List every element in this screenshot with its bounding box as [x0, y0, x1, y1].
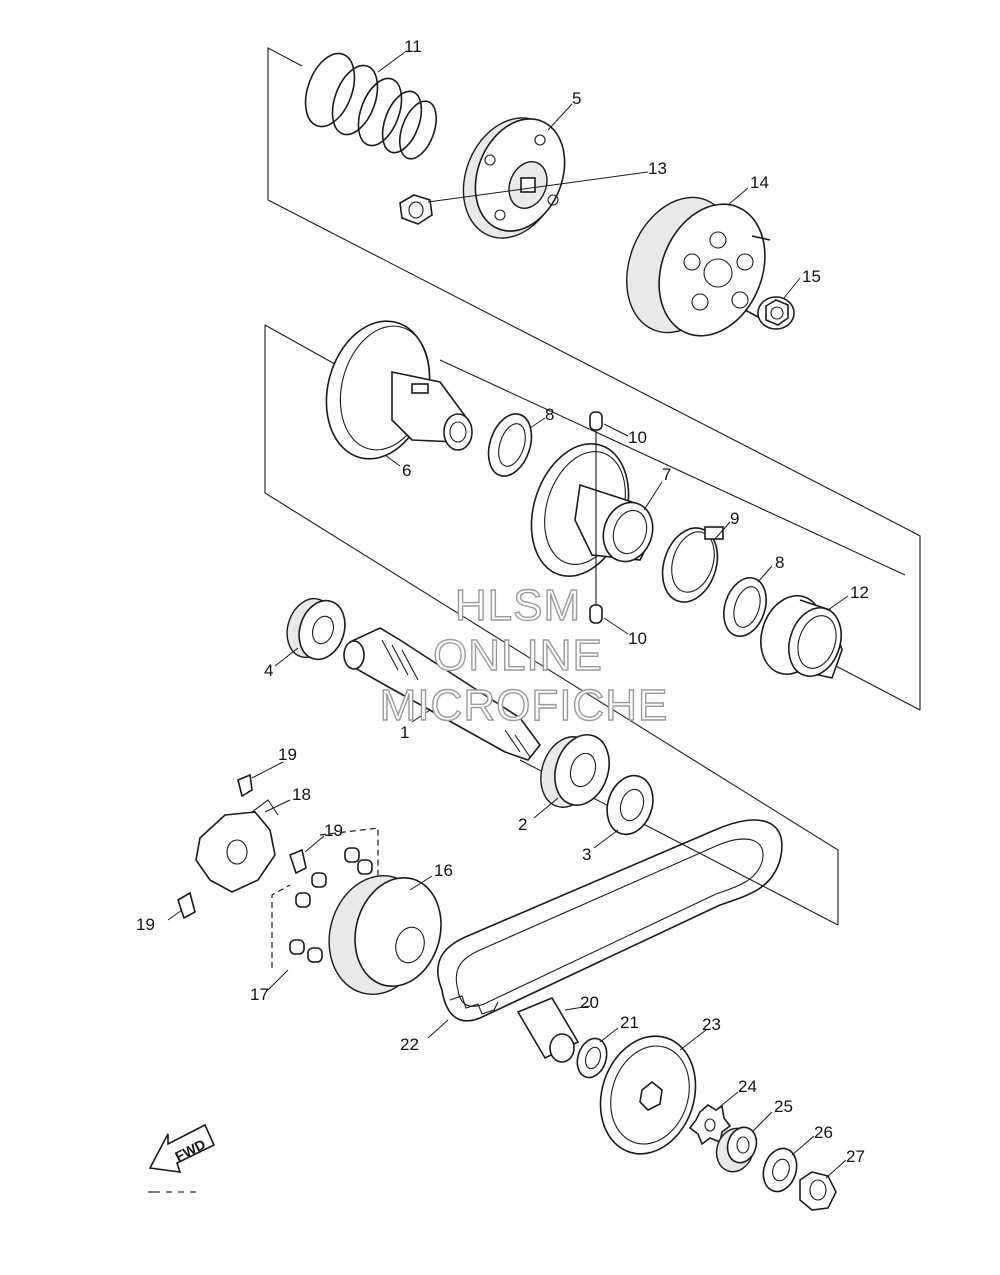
- callout-25: 25: [774, 1097, 793, 1116]
- callout-20: 20: [580, 993, 599, 1012]
- watermark: HLSM ONLINE MICROFICHE: [379, 580, 669, 730]
- clutch-carrier-part: [462, 117, 566, 239]
- primary-shaft-part: [343, 627, 542, 761]
- upper-assembly-boundary: [267, 47, 906, 529]
- oil-seal-upper-part: [487, 413, 533, 477]
- callout-27: 27: [846, 1147, 865, 1166]
- cap-nut-part-27: [799, 1171, 837, 1211]
- callout-24: 24: [738, 1077, 757, 1096]
- callout-2: 2: [518, 815, 527, 834]
- callout-6: 6: [402, 461, 411, 480]
- washer-part-26: [762, 1147, 798, 1193]
- secondary-sheave-part: [325, 320, 473, 460]
- nut-part-13: [399, 194, 433, 225]
- flange-nut-part-15: [757, 296, 795, 330]
- sliding-sheave-part: [530, 442, 654, 578]
- clutch-housing-part: [626, 196, 771, 337]
- callout-22: 22: [400, 1035, 419, 1054]
- callout-10-upper: 10: [628, 428, 647, 447]
- callout-12: 12: [850, 583, 869, 602]
- oil-seal-lower-part: [723, 577, 767, 637]
- callout-14: 14: [750, 173, 769, 192]
- callout-19-top: 19: [278, 745, 297, 764]
- collar-part-20: [516, 996, 580, 1063]
- washer-part-21: [576, 1037, 608, 1079]
- primary-sliding-sheave-part: [328, 875, 442, 995]
- callout-8-lower: 8: [775, 553, 784, 572]
- callout-23: 23: [702, 1015, 721, 1034]
- watermark-line-1: HLSM: [455, 581, 581, 630]
- callout-4: 4: [264, 661, 273, 680]
- collar-part: [760, 595, 843, 679]
- weight-set-part: [271, 827, 379, 968]
- callout-8-upper: 8: [545, 405, 554, 424]
- callout-9: 9: [730, 509, 739, 528]
- bearing-part-2: [540, 734, 610, 808]
- callout-7: 7: [662, 465, 671, 484]
- part-callouts: 11 5 13 14 15 8 10 6 7 9 8 12 10 4 1 2 3…: [136, 37, 869, 1166]
- watermark-line-3: MICROFICHE: [380, 681, 669, 730]
- callout-11: 11: [404, 37, 422, 56]
- callout-17: 17: [250, 985, 269, 1004]
- spring-seal-part: [661, 526, 724, 603]
- callout-21: 21: [620, 1013, 639, 1032]
- nut-part-25: [715, 1126, 758, 1173]
- bearing-part-4: [286, 597, 346, 661]
- leader-lines: [167, 51, 849, 1179]
- callout-5: 5: [572, 89, 581, 108]
- callout-13: 13: [648, 159, 667, 178]
- watermark-line-2: ONLINE: [433, 631, 603, 680]
- callout-19-bottom: 19: [136, 915, 155, 934]
- middle-assembly-boundary: [264, 324, 921, 925]
- callout-26: 26: [814, 1123, 833, 1142]
- guide-pin-parts: [589, 411, 603, 624]
- callout-10-lower: 10: [628, 629, 647, 648]
- callout-16: 16: [434, 861, 453, 880]
- primary-fixed-sheave-part: [599, 1035, 697, 1155]
- oil-seal-part-3: [606, 774, 654, 836]
- cam-part: [195, 799, 279, 893]
- callout-1: 1: [400, 723, 409, 742]
- forward-direction-arrow: FWD: [148, 1123, 216, 1173]
- callout-15: 15: [802, 267, 821, 286]
- callout-18: 18: [292, 785, 311, 804]
- spring-part: [304, 52, 438, 160]
- slider-parts: [177, 773, 307, 920]
- v-belt-part: [437, 819, 783, 1022]
- callout-3: 3: [582, 845, 591, 864]
- callout-19-middle: 19: [324, 821, 343, 840]
